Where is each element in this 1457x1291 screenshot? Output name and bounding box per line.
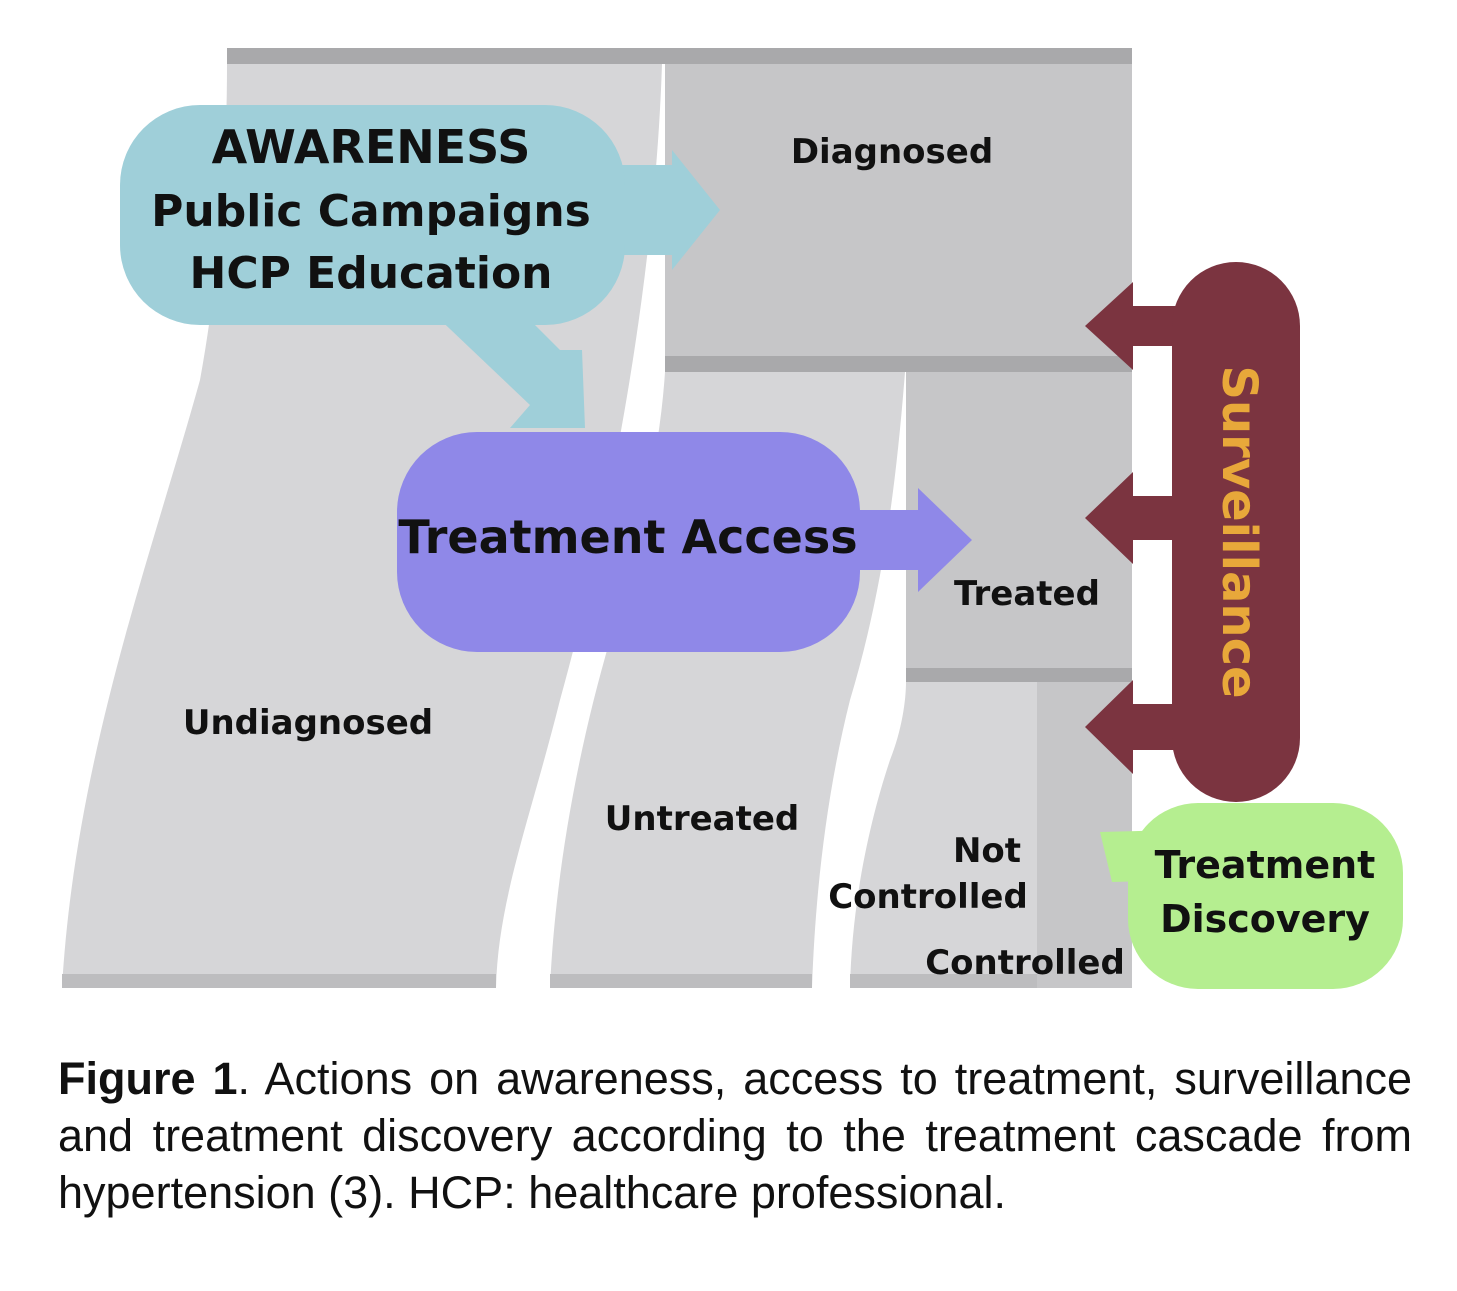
figure-caption-label: Figure 1 (58, 1053, 238, 1104)
untreated-base (550, 974, 812, 988)
treatment-cascade-diagram: Diagnosed Undiagnosed Treated Untreated … (62, 48, 1403, 989)
awareness-arrow-down (430, 310, 585, 428)
figure-caption: Figure 1. Actions on awareness, access t… (58, 1050, 1412, 1221)
surveillance-arrow-top (1085, 282, 1190, 370)
treatment-access-label: Treatment Access (398, 510, 857, 564)
undiagnosed-base (62, 974, 496, 988)
treated-label: Treated (954, 574, 1100, 614)
diagnosed-block (665, 64, 1132, 356)
surveillance-arrow-middle (1085, 472, 1190, 564)
surveillance-label: Surveillance (1211, 365, 1267, 698)
controlled-label: Controlled (925, 943, 1125, 983)
treatment-discovery-line2: Discovery (1160, 897, 1370, 941)
awareness-title: AWARENESS (212, 120, 531, 174)
figure-caption-text: . Actions on awareness, access to treatm… (58, 1053, 1412, 1218)
total-population-bar (227, 48, 1132, 64)
not-controlled-label-line2: Controlled (828, 877, 1028, 917)
surveillance-arrow-bottom (1085, 680, 1190, 774)
not-controlled-base (850, 974, 1037, 988)
awareness-box (120, 105, 625, 325)
not-controlled-band (850, 682, 1037, 988)
undiagnosed-label: Undiagnosed (183, 703, 433, 743)
treated-divider (906, 668, 1132, 682)
treatment-access-arrow (840, 488, 972, 592)
treatment-discovery-box (1128, 803, 1403, 989)
not-controlled-label-line1: Not (953, 831, 1021, 871)
diagnosed-divider (665, 356, 1132, 372)
awareness-line2: HCP Education (190, 248, 553, 299)
surveillance-pill (1172, 262, 1300, 802)
awareness-arrow-right (600, 150, 720, 270)
awareness-line1: Public Campaigns (151, 186, 591, 237)
treatment-access-box (397, 432, 860, 652)
diagnosed-label: Diagnosed (791, 132, 993, 172)
untreated-label: Untreated (605, 799, 800, 839)
treatment-discovery-line1: Treatment (1155, 843, 1376, 887)
